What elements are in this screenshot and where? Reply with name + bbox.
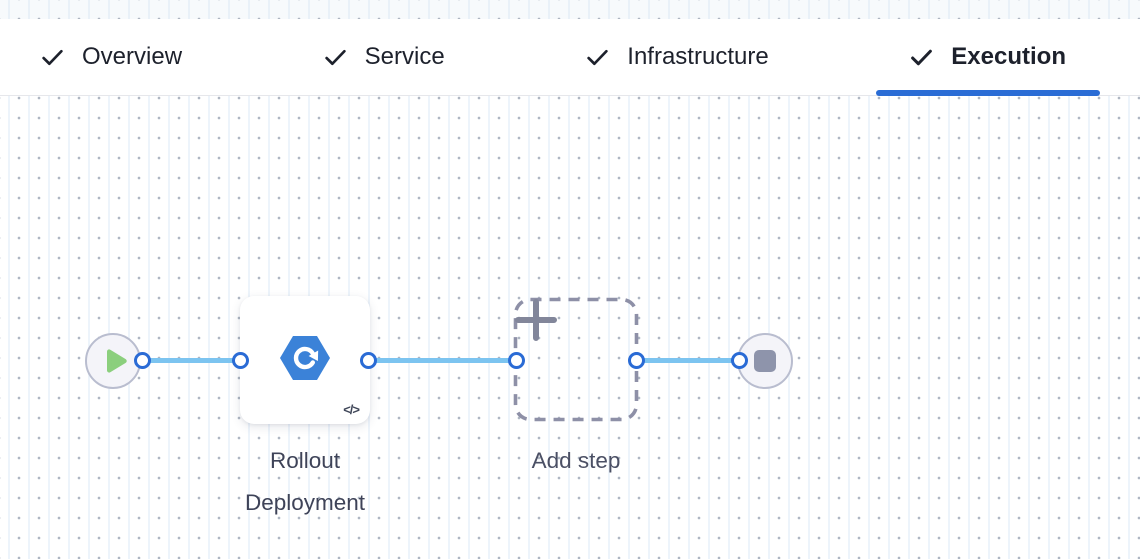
port-step-out[interactable]	[359, 352, 377, 369]
tab-service[interactable]: Service	[323, 19, 445, 95]
play-icon	[104, 348, 128, 374]
tab-label: Overview	[82, 43, 183, 70]
rollout-hexagon-icon	[279, 335, 331, 386]
stop-icon	[754, 350, 776, 372]
code-badge: </>	[343, 402, 360, 417]
check-icon	[40, 45, 65, 70]
check-icon	[585, 45, 610, 70]
canvas-top-strip	[0, 0, 1140, 19]
port-addstep-out[interactable]	[627, 352, 645, 369]
active-tab-underline	[876, 90, 1100, 96]
start-node[interactable]	[85, 333, 141, 389]
check-icon	[909, 45, 934, 70]
port-step-in[interactable]	[231, 352, 249, 369]
step-label: Rollout Deployment	[244, 448, 366, 515]
port-end-in[interactable]	[730, 352, 748, 369]
check-icon	[323, 45, 348, 70]
tab-overview[interactable]: Overview	[40, 19, 182, 95]
add-step-node[interactable]	[513, 297, 639, 422]
tab-label: Infrastructure	[627, 43, 769, 70]
port-start-out[interactable]	[133, 352, 151, 369]
tab-execution[interactable]: Execution	[876, 19, 1100, 96]
step-node-rollout-deployment[interactable]: </>	[240, 296, 370, 424]
execution-canvas[interactable]: </> Rollout Deployment Add step	[0, 96, 1140, 559]
edge-step-to-addstep	[368, 358, 516, 363]
tab-label: Service	[364, 43, 445, 70]
edge-start-to-step	[142, 358, 240, 363]
stage-tabbar: Overview Service Infrastructure Executio…	[0, 19, 1140, 96]
tab-label: Execution	[951, 43, 1066, 70]
tab-infrastructure[interactable]: Infrastructure	[585, 19, 769, 95]
add-step-label: Add step	[531, 448, 621, 473]
edge-addstep-to-end	[636, 358, 739, 363]
plus-icon	[513, 297, 639, 422]
port-addstep-in[interactable]	[507, 352, 525, 369]
